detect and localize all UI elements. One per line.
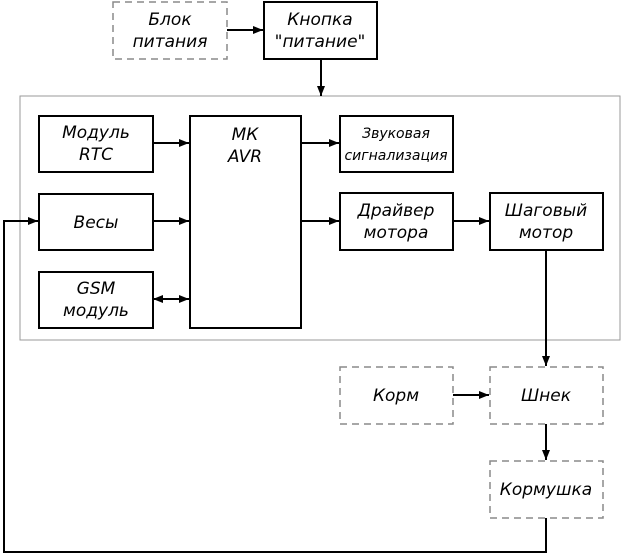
rtc-line-1: Модуль <box>62 123 130 143</box>
power-supply-line-2: питания <box>133 32 208 52</box>
gsm-line-1: GSM <box>77 279 116 299</box>
gsm-line-2: модуль <box>63 301 129 321</box>
stepper-line-2: мотор <box>519 223 574 243</box>
driver-line-1: Драйвер <box>357 201 435 221</box>
block-scales: Весы <box>38 193 154 251</box>
block-power-button: Кнопка "питание" <box>263 1 378 60</box>
feed-label: Корм <box>373 386 419 406</box>
stepper-line-1: Шаговый <box>505 201 587 221</box>
power-supply-line-1: Блок <box>148 10 192 30</box>
block-sound-signal: Звуковая сигнализация <box>339 115 454 173</box>
feeder-label: Кормушка <box>500 480 592 500</box>
block-auger: Шнек <box>489 366 604 425</box>
sound-line-2: сигнализация <box>344 148 447 164</box>
scales-label: Весы <box>74 213 119 233</box>
block-mcu-avr: МК AVR <box>189 115 302 329</box>
rtc-line-2: RTC <box>79 145 113 165</box>
mcu-line-1: МК <box>232 125 260 145</box>
driver-line-2: мотора <box>364 223 429 243</box>
mcu-line-2: AVR <box>227 147 262 167</box>
feedback-line-feeder-to-scales <box>3 217 547 553</box>
sound-line-1: Звуковая <box>362 126 430 142</box>
block-rtc-module: Модуль RTC <box>38 115 154 173</box>
power-button-line-1: Кнопка <box>287 10 352 30</box>
block-power-supply: Блок питания <box>112 1 228 60</box>
connections <box>3 26 550 553</box>
block-feeder: Кормушка <box>489 460 604 519</box>
auger-label: Шнек <box>521 386 572 406</box>
power-button-line-2: "питание" <box>275 32 366 52</box>
block-motor-driver: Драйвер мотора <box>339 192 454 251</box>
block-feed: Корм <box>339 366 454 425</box>
block-gsm-module: GSM модуль <box>38 271 154 329</box>
block-stepper-motor: Шаговый мотор <box>489 192 604 251</box>
